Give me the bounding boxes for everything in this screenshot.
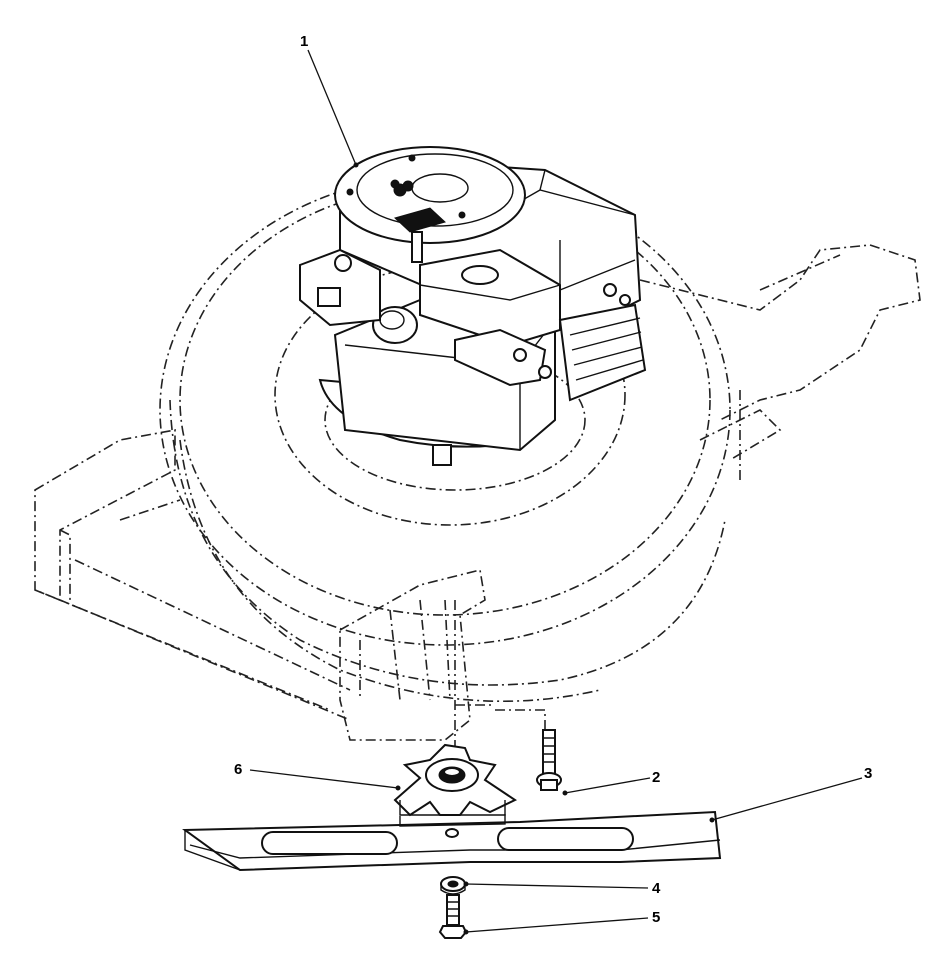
blade-bolt [536,729,562,791]
callout-5: 5 [652,909,661,926]
callout-6: 6 [234,761,243,778]
leader-lines [249,49,863,935]
callout-2: 2 [652,769,661,786]
mower-blade [182,810,722,872]
washer [440,876,466,895]
callout-1: 1 [300,33,309,50]
blade-adapter [393,743,518,817]
mower-deck-housing [34,174,921,780]
engine [299,146,647,466]
bolt [438,894,468,939]
callout-3: 3 [864,765,873,782]
callout-4: 4 [652,880,661,897]
